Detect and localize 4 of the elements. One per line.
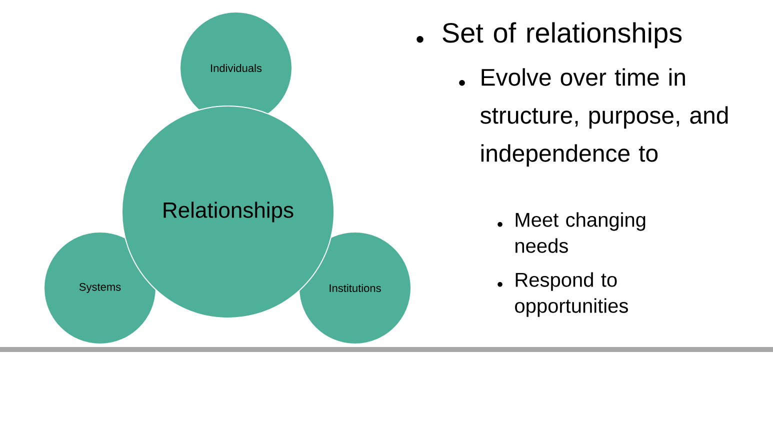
bullet-text: Meet changing needs [516,212,646,253]
bullet-text: Set of relationships [442,22,682,48]
bullet-text: Respond to opportunities [515,272,628,317]
bullet-text: Evolve over time in structure, purpose, and independence to [480,68,728,167]
